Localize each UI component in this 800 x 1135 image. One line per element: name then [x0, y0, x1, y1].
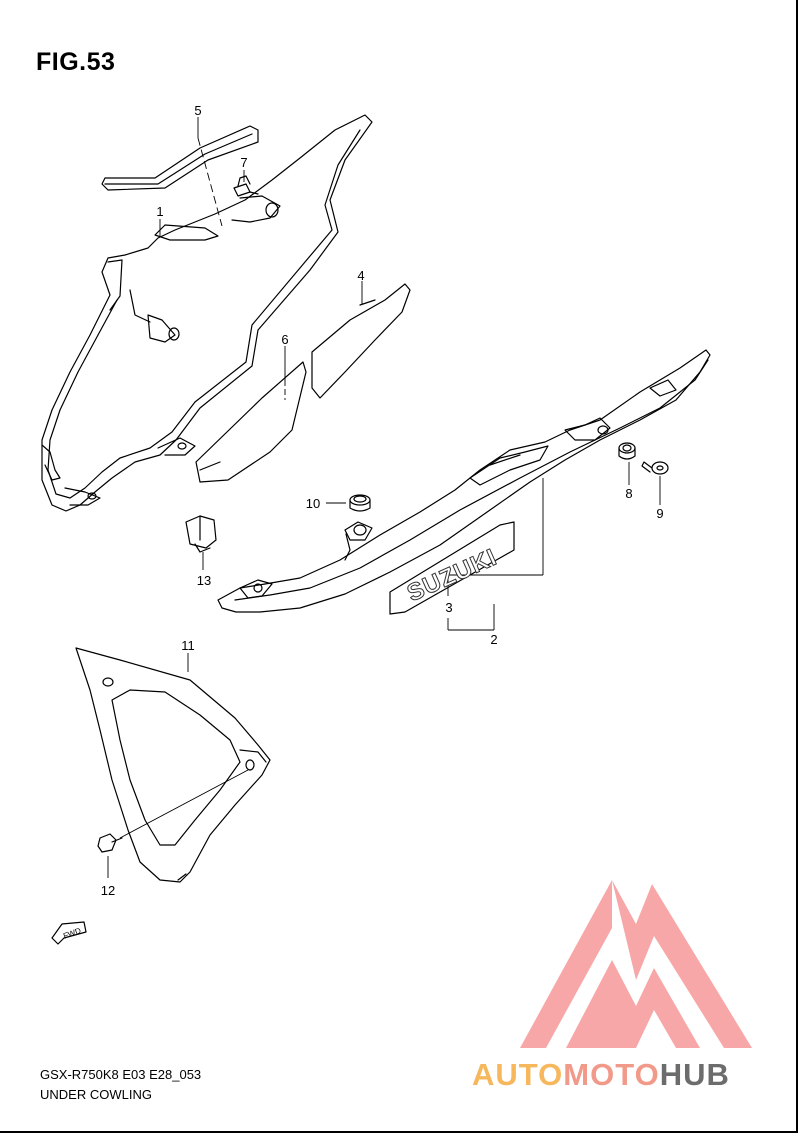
part-2-side-cowling — [217, 349, 711, 613]
figure-title: FIG.53 — [36, 48, 116, 76]
part-6-panel — [195, 361, 307, 483]
part-9-screw — [641, 461, 669, 475]
callout-13: 13 — [197, 573, 211, 588]
part-3-emblem — [389, 521, 515, 615]
forward-arrow — [51, 921, 87, 945]
part-8-grommet — [618, 442, 636, 460]
part-10-grommet — [349, 494, 371, 512]
callout-11: 11 — [181, 638, 195, 653]
part-4-panel — [311, 283, 411, 399]
watermark-part-auto: AUTO — [472, 1057, 564, 1092]
callout-12: 12 — [101, 883, 115, 898]
part-13-clip — [185, 515, 217, 553]
leader-lines — [107, 117, 661, 878]
watermark-part-moto: MOTO — [563, 1057, 660, 1092]
watermark-logo-icon — [520, 880, 752, 1048]
callout-2: 2 — [490, 632, 497, 647]
part-7-bolt — [233, 175, 259, 197]
part-1-under-cowling-upper — [41, 114, 373, 512]
part-12-bolt — [97, 833, 123, 853]
model-code: GSX-R750K8 E03 E28_053 — [40, 1067, 202, 1082]
callout-6: 6 — [281, 332, 288, 347]
callout-5: 5 — [194, 103, 201, 118]
callout-1: 1 — [156, 204, 163, 219]
watermark-part-hub: HUB — [659, 1057, 730, 1092]
callout-3: 3 — [445, 600, 452, 615]
watermark-text: AUTOMOTOHUB — [472, 1057, 730, 1093]
part-11-inner-panel — [75, 647, 271, 883]
callout-4: 4 — [357, 268, 364, 283]
callout-7: 7 — [240, 155, 247, 170]
callout-9: 9 — [656, 506, 663, 521]
callout-10: 10 — [306, 496, 320, 511]
part-5-bracket — [101, 125, 259, 191]
section-name: UNDER COWLING — [40, 1087, 152, 1102]
callout-8: 8 — [625, 486, 632, 501]
